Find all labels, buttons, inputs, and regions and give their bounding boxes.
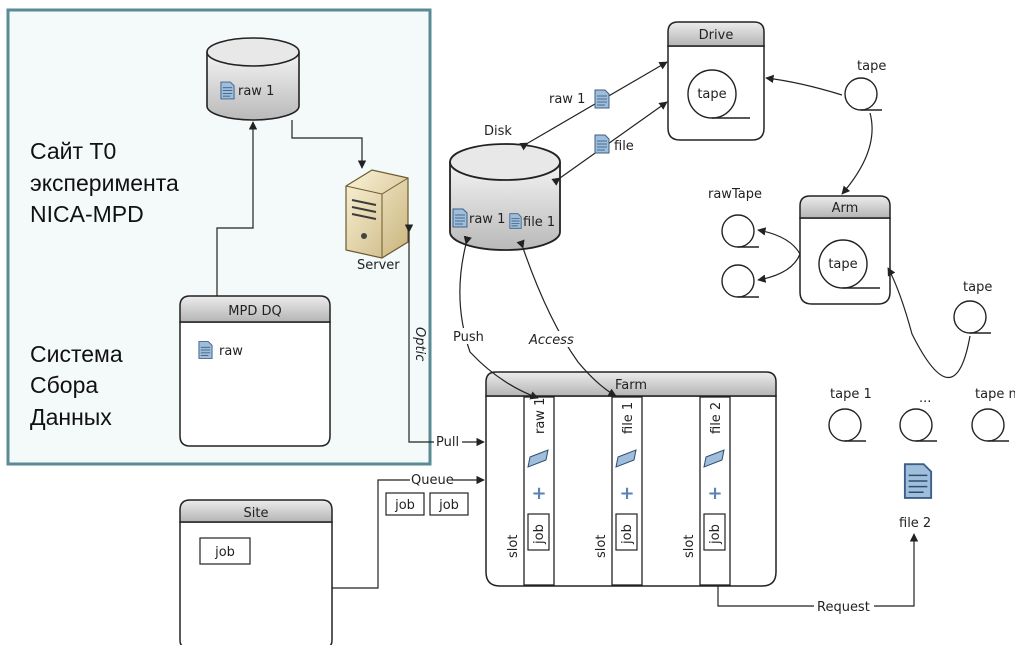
mpd-dq-title: MPD DQ — [228, 304, 281, 319]
raw-tape-icon-2 — [721, 264, 760, 298]
site-box: Site job — [179, 499, 333, 645]
disk-raw-file-icon — [452, 208, 468, 228]
pull-label: Pull — [436, 435, 459, 450]
queue-job-2-label: job — [438, 498, 459, 513]
arm-title: Arm — [832, 201, 859, 216]
disk-cylinder: raw 1 file 1 — [449, 143, 561, 251]
disk-raw-label: raw 1 — [469, 212, 505, 227]
slot-3-job-label: job — [708, 524, 723, 545]
tape-ellipsis-label: ... — [919, 391, 931, 406]
slot-3-job-box — [703, 513, 726, 551]
slot-3-file-label: file 2 — [709, 402, 724, 434]
slot-1-job-label: job — [532, 524, 547, 545]
file2-label: file 2 — [899, 516, 931, 531]
edge-arm-rawtape-1 — [757, 227, 801, 255]
transfer-file-icon — [594, 134, 610, 154]
t0-storage-cylinder: raw 1 — [206, 37, 300, 121]
file2-document-icon — [903, 462, 933, 500]
queue-label: Queue — [411, 473, 454, 488]
drive-tape-label: tape — [697, 87, 726, 102]
drive-raw-label: raw 1 — [549, 92, 585, 107]
farm-slot-3: file 2 + job slot — [682, 396, 731, 586]
site-job-box — [199, 537, 251, 565]
daq-system-label: Система Сбора Данных — [30, 341, 129, 430]
server-label: Server — [357, 258, 400, 273]
edge-tape-arm — [841, 112, 873, 195]
access-label: Access — [528, 333, 574, 348]
drive-file-label: file — [614, 139, 634, 154]
slot-2-label: slot — [594, 535, 609, 558]
edge-access — [516, 239, 617, 397]
server-icon — [345, 169, 409, 259]
disk-label: Disk — [484, 124, 512, 139]
mpd-dq-raw-file-icon — [198, 341, 213, 359]
farm-title: Farm — [615, 378, 647, 393]
slot-2-job-box — [615, 513, 638, 551]
transfer-raw-file-icon — [594, 89, 610, 109]
t0-cylinder-file-label: raw 1 — [238, 84, 274, 99]
raw-tape-icon-1 — [721, 214, 760, 248]
request-label: Request — [817, 600, 870, 615]
drive-box: Drive tape — [667, 21, 765, 141]
slot-1-file-label: raw 1 — [533, 398, 548, 434]
slot-3-plus: + — [707, 483, 722, 504]
tape-n-label: tape n — [975, 387, 1015, 402]
tape-top-label: tape — [857, 59, 886, 74]
tape-middle-icon — [899, 408, 938, 442]
slot-1-label: slot — [506, 535, 521, 558]
site-t0-title: Сайт T0 эксперимента NICA-MPD — [30, 138, 185, 227]
slot-2-file-label: file 1 — [621, 402, 636, 434]
edge-cylinder-to-server — [291, 120, 367, 169]
slot-1-job-box — [527, 513, 550, 551]
edge-disk-drive-file — [551, 101, 668, 186]
edge-arm-rawtape-2 — [757, 253, 801, 283]
arm-tape-label: tape — [828, 257, 857, 272]
disk-file-icon — [509, 213, 522, 229]
slot-1-plus: + — [531, 483, 546, 504]
tape-top-icon — [844, 77, 883, 111]
edge-dq-to-cylinder — [216, 121, 258, 296]
edge-drive-tape — [765, 74, 843, 96]
site-job-label: job — [214, 545, 235, 560]
tape-n-icon — [971, 408, 1010, 442]
queue-job-1-label: job — [394, 498, 415, 513]
arm-box: Arm tape — [799, 195, 891, 305]
mpd-dq-box: MPD DQ raw — [179, 295, 331, 447]
edge-push — [459, 235, 539, 400]
tape-right-label: tape — [963, 280, 992, 295]
slot-2-plus: + — [619, 483, 634, 504]
farm-slot-1: raw 1 + job slot — [506, 396, 555, 586]
drive-title: Drive — [699, 28, 734, 43]
disk-file-label: file 1 — [523, 215, 555, 230]
tape-1-icon — [828, 408, 867, 442]
slot-2-job-label: job — [620, 524, 635, 545]
mpd-dq-raw-label: raw — [219, 344, 243, 359]
push-label: Push — [453, 330, 484, 345]
queue-job-box-1 — [385, 492, 425, 516]
optic-label: Optic — [412, 327, 427, 361]
edge-tape-right-arm — [887, 267, 971, 379]
tape-1-label: tape 1 — [830, 387, 872, 402]
site-title: Site — [244, 506, 269, 521]
tape-right-icon — [953, 300, 992, 334]
raw-tape-label: rawTape — [708, 187, 762, 202]
queue-job-box-2 — [429, 492, 469, 516]
slot-3-label: slot — [682, 535, 697, 558]
farm-slot-2: file 1 + job slot — [594, 396, 643, 586]
raw-file-icon — [220, 81, 235, 100]
